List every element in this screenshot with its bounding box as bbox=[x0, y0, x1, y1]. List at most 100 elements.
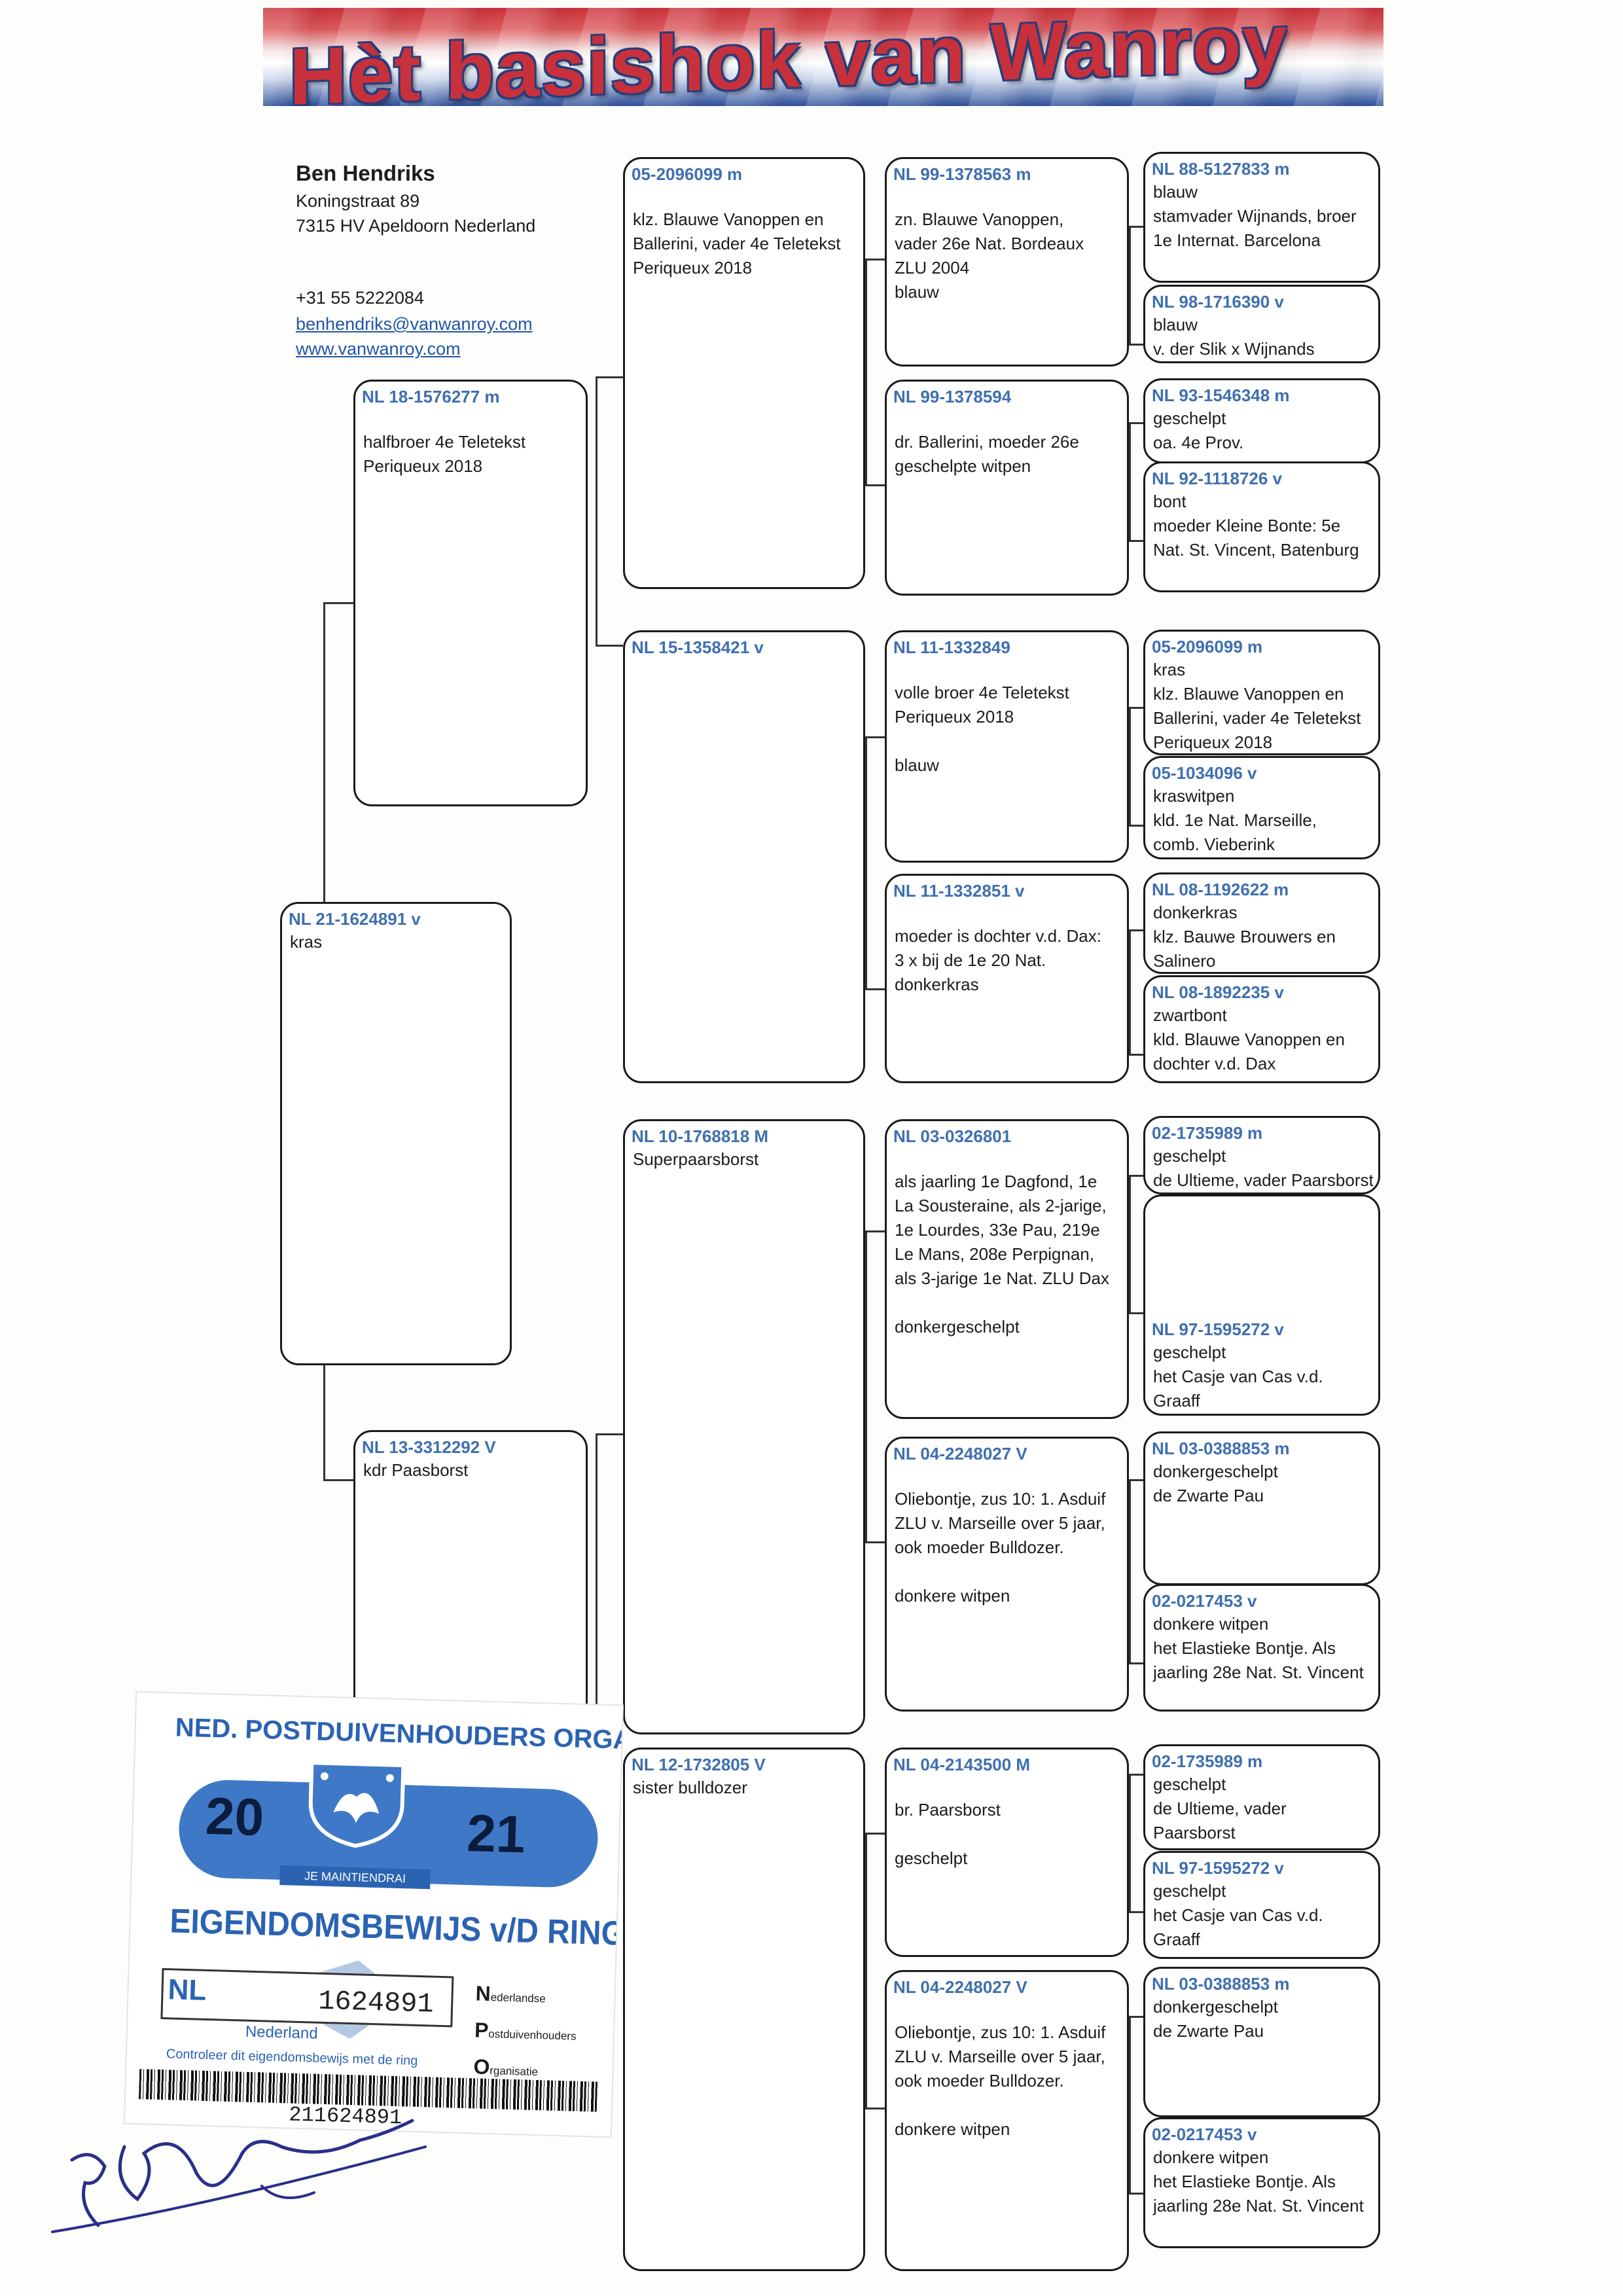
pedigree-color: blauw bbox=[895, 755, 939, 775]
pedigree-note: sister bulldozer bbox=[633, 1778, 747, 1797]
breeder-email-link[interactable]: benhendriks@vanwanroy.com bbox=[296, 314, 533, 334]
connector bbox=[865, 1833, 885, 1835]
connector bbox=[1129, 540, 1143, 542]
pedigree-note: donkerkras bbox=[895, 975, 979, 994]
country-code: NL bbox=[167, 1973, 207, 2007]
connector bbox=[323, 602, 353, 604]
connector bbox=[1129, 1479, 1131, 1662]
breeder-city: 7315 HV Apeldoorn Nederland bbox=[296, 216, 536, 236]
ring-number: NL 93-1546348 m bbox=[1152, 386, 1290, 405]
connector bbox=[1129, 2016, 1131, 2193]
ring-number: NL 98-1716390 v bbox=[1152, 292, 1284, 312]
gen4-box-mmm: NL 04-2248027 V Oliebontje, zus 10: 1. A… bbox=[885, 1970, 1129, 2271]
connector bbox=[1129, 1175, 1131, 1312]
connector bbox=[865, 484, 885, 486]
pedigree-note: La Sousteraine, als 2-jarige, bbox=[895, 1196, 1107, 1215]
pedigree-note: kraswitpen bbox=[1153, 786, 1235, 806]
connector bbox=[865, 736, 885, 738]
connector bbox=[1129, 1911, 1143, 1913]
gen5-box: NL 98-1716390 v blauw v. der Slik x Wijn… bbox=[1143, 285, 1380, 363]
connector bbox=[596, 1433, 597, 1721]
pedigree-note: Nat. St. Vincent, Batenburg bbox=[1153, 540, 1359, 560]
npo-letter-o: O bbox=[473, 2054, 490, 2079]
pedigree-note: de Zwarte Pau bbox=[1153, 2021, 1264, 2041]
pedigree-note: kras bbox=[1153, 660, 1186, 679]
ring-number: NL 97-1595272 v bbox=[1152, 1319, 1284, 1339]
card-header: NED. POSTDUIVENHOUDERS ORGANISATIE bbox=[175, 1713, 623, 1758]
pedigree-note: ook moeder Bulldozer. bbox=[895, 2071, 1064, 2090]
father-box: NL 18-1576277 m halfbroer 4e Teletekst P… bbox=[353, 380, 588, 806]
pedigree-note: ZLU v. Marseille over 5 jaar, bbox=[895, 1513, 1105, 1533]
ring-ownership-card: NED. POSTDUIVENHOUDERS ORGANISATIE 20 21… bbox=[124, 1692, 623, 2137]
npo-acronym: Nederlandse Postduivenhouders Organisati… bbox=[473, 1977, 578, 2089]
pedigree-note: de Zwarte Pau bbox=[1153, 1486, 1264, 1505]
npo-word-o: rganisatie bbox=[490, 2064, 539, 2079]
breeder-website-link[interactable]: www.vanwanroy.com bbox=[296, 339, 461, 359]
connector bbox=[865, 1833, 867, 2108]
connector bbox=[596, 645, 623, 647]
year-right: 21 bbox=[466, 1803, 526, 1864]
connector bbox=[1129, 1175, 1143, 1177]
pedigree-note: stamvader Wijnands, broer bbox=[1153, 206, 1357, 226]
pedigree-note: 1e Internat. Barcelona bbox=[1153, 230, 1321, 250]
ring-number: NL 08-1192622 m bbox=[1152, 880, 1289, 899]
gen4-box-mff: NL 03-0326801 als jaarling 1e Dagfond, 1… bbox=[885, 1119, 1129, 1419]
pedigree-note: blauw bbox=[895, 282, 939, 302]
pedigree-note: blauw bbox=[1153, 315, 1198, 334]
pedigree-note: 3 x bij de 1e 20 Nat. bbox=[895, 950, 1046, 970]
ring-number: NL 92-1118726 v bbox=[1152, 469, 1283, 488]
pedigree-note: ook moeder Bulldozer. bbox=[895, 1537, 1064, 1557]
connector bbox=[1129, 344, 1143, 346]
connector bbox=[865, 259, 885, 260]
pedigree-note: het Casje van Cas v.d. bbox=[1153, 1905, 1323, 1925]
ring-number: NL 04-2248027 V bbox=[893, 1444, 1027, 1463]
pedigree-note: Periqueux 2018 bbox=[1153, 732, 1273, 752]
connector bbox=[323, 1479, 353, 1481]
ring-number: NL 21-1624891 v bbox=[289, 909, 421, 929]
gen5-box: NL 97-1595272 v geschelpt het Casje van … bbox=[1143, 1194, 1380, 1416]
coat-of-arms-icon bbox=[308, 1761, 406, 1848]
ring-number: 05-2096099 m bbox=[1152, 637, 1263, 656]
connector bbox=[596, 1433, 623, 1435]
pedigree-color: donkergeschelpt bbox=[895, 1317, 1020, 1336]
pedigree-note: zwartbont bbox=[1153, 1005, 1227, 1025]
pedigree-note: v. der Slik x Wijnands bbox=[1153, 339, 1315, 359]
ring-number: NL 08-1892235 v bbox=[1152, 982, 1284, 1002]
pedigree-note: blauw bbox=[1153, 182, 1198, 202]
gen5-box: NL 08-1892235 v zwartbont kld. Blauwe Va… bbox=[1143, 975, 1380, 1083]
ring-number: 02-0217453 v bbox=[1152, 2125, 1257, 2144]
connector bbox=[1129, 929, 1131, 1054]
pedigree-note: klz. Blauwe Vanoppen en bbox=[633, 209, 824, 229]
connector bbox=[1129, 2193, 1143, 2195]
connector bbox=[1129, 226, 1131, 344]
pedigree-note: br. Paarsborst bbox=[895, 1800, 1001, 1820]
pedigree-note: zn. Blauwe Vanoppen, bbox=[895, 209, 1064, 229]
pedigree-note: kdr Paasborst bbox=[363, 1460, 469, 1480]
pedigree-note: geschelpt bbox=[1153, 1146, 1226, 1166]
pedigree-note: donkergeschelpt bbox=[1153, 1997, 1278, 2017]
connector bbox=[1129, 1312, 1143, 1314]
gen4-box-fff: NL 99-1378563 m zn. Blauwe Vanoppen, vad… bbox=[885, 157, 1129, 367]
pedigree-note: jaarling 28e Nat. St. Vincent bbox=[1153, 1662, 1364, 1682]
pedigree-note: Superpaarsborst bbox=[633, 1149, 759, 1169]
pedigree-note: oa. 4e Prov. bbox=[1153, 433, 1244, 452]
pedigree-note: donkere witpen bbox=[1153, 1614, 1269, 1634]
motto-banner: JE MAINTIENDRAI bbox=[279, 1865, 431, 1890]
pedigree-note: Oliebontje, zus 10: 1. Asduif bbox=[895, 1489, 1106, 1509]
gen4-box-ffm: NL 99-1378594 dr. Ballerini, moeder 26e … bbox=[885, 380, 1129, 596]
gen5-box: NL 93-1546348 m geschelpt oa. 4e Prov. bbox=[1143, 378, 1380, 463]
connector bbox=[1129, 2016, 1143, 2018]
ring-number: NL 97-1595272 v bbox=[1152, 1858, 1284, 1878]
pedigree-note: klz. Bauwe Brouwers en bbox=[1153, 927, 1336, 946]
ring-number: NL 99-1378563 m bbox=[893, 164, 1031, 184]
connector bbox=[1129, 1774, 1143, 1776]
gen5-box: NL 97-1595272 v geschelpt het Casje van … bbox=[1143, 1851, 1380, 1959]
pedigree-note: Graaff bbox=[1153, 1391, 1200, 1410]
connector bbox=[1129, 1054, 1143, 1056]
pedigree-note: dr. Ballerini, moeder 26e bbox=[895, 432, 1079, 452]
pedigree-note: kld. 1e Nat. Marseille, bbox=[1153, 810, 1317, 830]
pedigree-note: Salinero bbox=[1153, 951, 1216, 971]
pedigree-note: kld. Blauwe Vanoppen en bbox=[1153, 1030, 1345, 1049]
connector bbox=[1129, 707, 1131, 825]
gen5-box: 02-1735989 m geschelpt de Ultieme, vader… bbox=[1143, 1744, 1380, 1850]
